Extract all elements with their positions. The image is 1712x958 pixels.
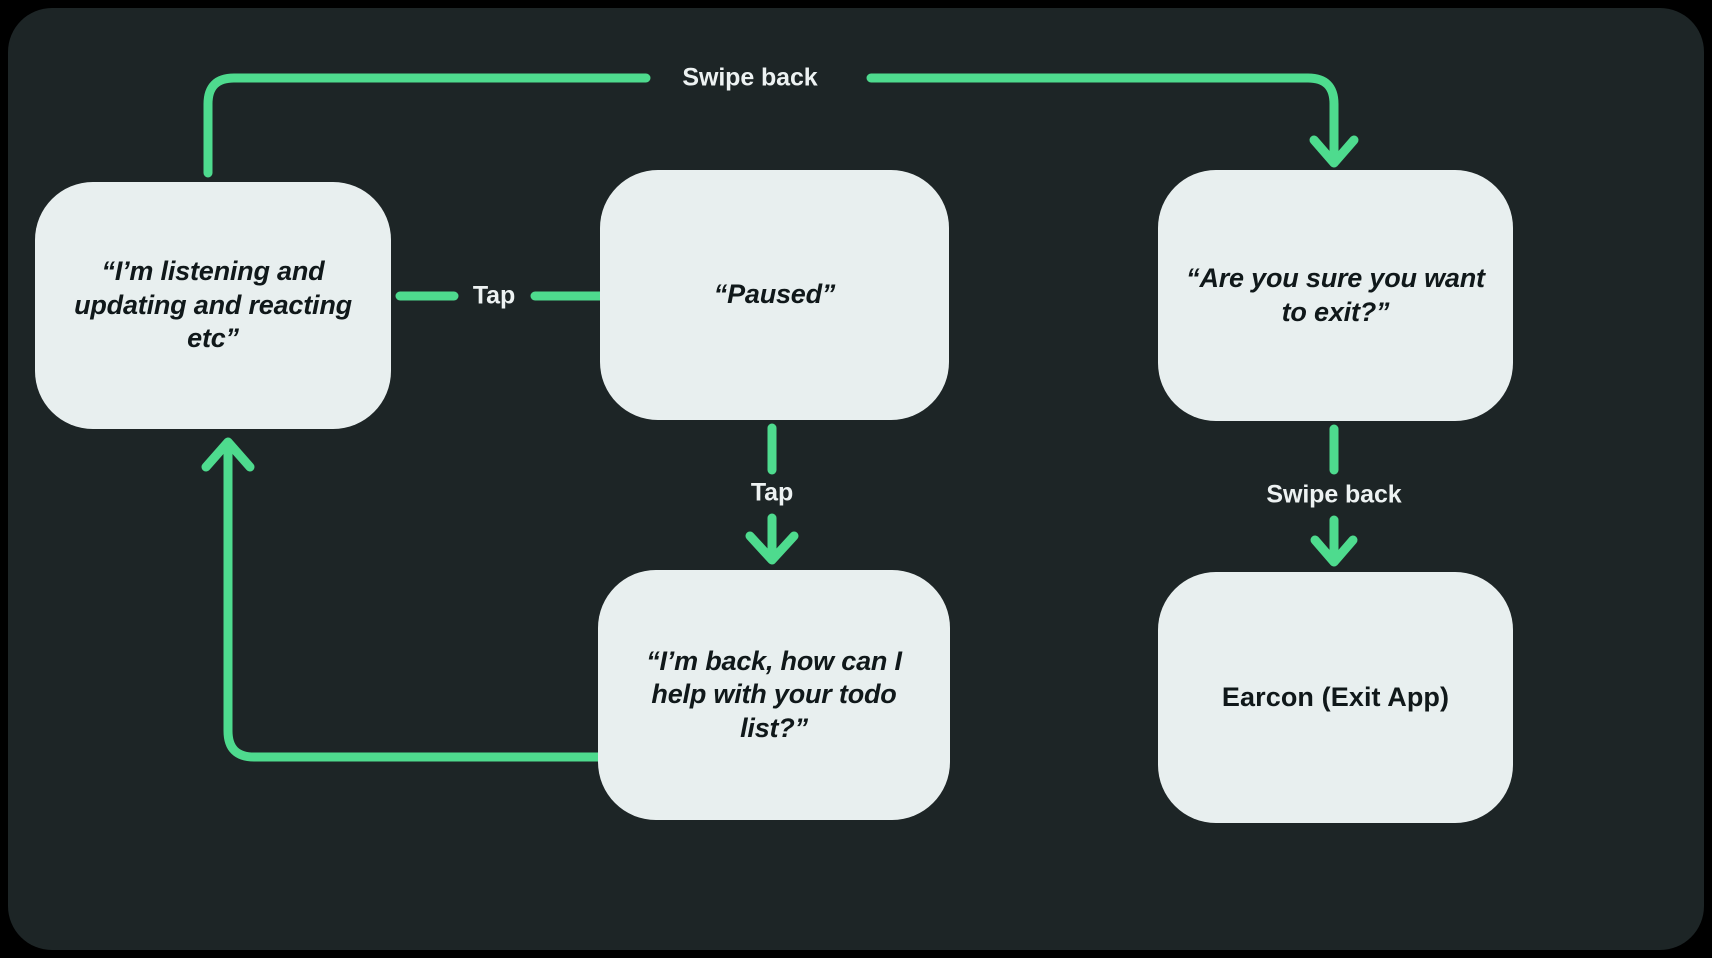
diagram-canvas: .wire { fill: none; stroke: #4EDB8E; str… bbox=[8, 8, 1704, 950]
edge-label-confirm-to-earcon: Swipe back bbox=[1266, 480, 1402, 509]
node-confirm[interactable]: “Are you sure you want to exit?” bbox=[1158, 170, 1513, 421]
arrowhead-down-earcon bbox=[1310, 535, 1358, 567]
edge-path-right-segment bbox=[866, 73, 1339, 161]
edge-label-paused-to-back: Tap bbox=[750, 478, 794, 507]
edge-path-left-segment bbox=[203, 73, 651, 178]
edge-path-return-loop bbox=[223, 445, 603, 762]
node-earcon-label: Earcon (Exit App) bbox=[1221, 681, 1450, 712]
node-back-label: “I’m back, how can I help with your todo… bbox=[646, 645, 902, 743]
edge-label-swipe-back-to-confirm: Swipe back bbox=[682, 63, 818, 92]
node-back[interactable]: “I’m back, how can I help with your todo… bbox=[598, 570, 950, 820]
edge-label-listening-to-paused: Tap bbox=[472, 281, 516, 310]
node-earcon[interactable]: Earcon (Exit App) bbox=[1158, 572, 1513, 823]
node-confirm-label: “Are you sure you want to exit?” bbox=[1186, 263, 1485, 327]
edge-back-to-listening bbox=[201, 437, 603, 762]
node-listening-label: “I’m listening and updating and reacting… bbox=[74, 256, 352, 354]
arrowhead-up-listening bbox=[201, 437, 255, 472]
node-listening[interactable]: “I’m listening and updating and reacting… bbox=[35, 182, 391, 429]
node-paused-label: “Paused” bbox=[713, 279, 836, 310]
arrowhead-down-confirm bbox=[1309, 135, 1359, 168]
node-paused[interactable]: “Paused” bbox=[600, 170, 949, 420]
arrowhead-down-back bbox=[745, 531, 799, 565]
